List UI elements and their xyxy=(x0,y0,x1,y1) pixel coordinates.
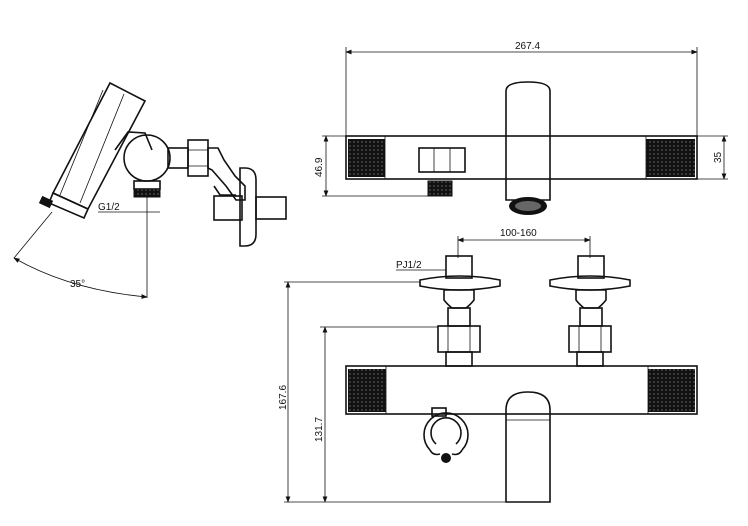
top-shower-outlet xyxy=(427,180,453,197)
top-spout xyxy=(505,81,551,201)
side-wall-flange xyxy=(239,167,257,247)
outlet-height-label: 131.7 xyxy=(314,417,325,442)
front-flange-left xyxy=(419,275,501,291)
inlet-thread-label: PJ1/2 xyxy=(396,260,422,271)
front-knurl-right xyxy=(648,369,695,412)
spout-angle-label: 35° xyxy=(70,279,85,290)
front-view: 100-160 PJ1/2 xyxy=(278,228,698,503)
top-knurl-right xyxy=(646,139,695,177)
front-shower-holder xyxy=(423,407,469,463)
side-valve-ball xyxy=(123,134,171,182)
overall-width-label: 267.4 xyxy=(515,41,540,52)
front-knurl-left xyxy=(348,369,386,412)
front-nut-left xyxy=(437,325,481,353)
side-view: G1/2 35° xyxy=(13,81,287,299)
side-hex-nut xyxy=(187,139,209,177)
front-nut-right xyxy=(568,325,612,353)
side-shower-outlet xyxy=(133,180,161,190)
front-spout xyxy=(505,391,551,503)
total-height-label: 167.6 xyxy=(278,385,289,410)
front-inlet-right xyxy=(549,255,631,367)
body-height-label: 46.9 xyxy=(314,157,325,177)
body-diameter-label: 35 xyxy=(713,151,724,163)
top-view: 267.4 46.9 35 xyxy=(314,41,728,215)
shower-thread-label: G1/2 xyxy=(98,202,120,213)
top-mixer-body xyxy=(345,135,698,180)
top-knurl-left xyxy=(348,139,385,177)
side-eccentric xyxy=(207,147,246,201)
side-spout xyxy=(38,81,147,220)
center-distance-label: 100-160 xyxy=(500,228,537,239)
front-mixer-body xyxy=(345,365,698,415)
top-diverter xyxy=(418,147,466,173)
front-flange-right xyxy=(549,275,631,291)
front-inlet-left xyxy=(419,255,501,367)
